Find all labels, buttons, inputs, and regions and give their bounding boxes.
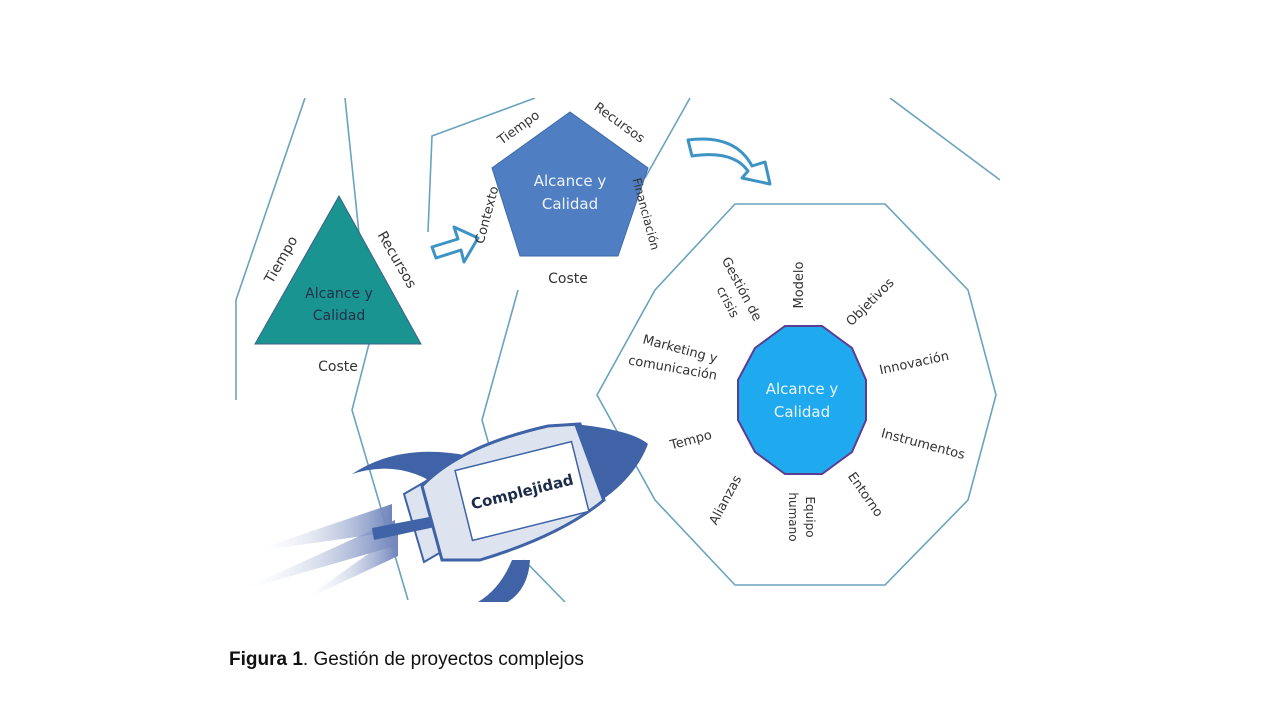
pentagon-center-label-2: Calidad: [542, 195, 598, 213]
decagon-shape: [737, 325, 867, 475]
label-tempo: Tempo: [668, 428, 714, 454]
label-equipo-humano-2: humano: [786, 492, 800, 541]
rocket-label-panel: [454, 440, 590, 542]
right-arrow-icon: [430, 225, 480, 264]
background-outlines: [235, 98, 1000, 602]
triangle-shape: [254, 194, 422, 345]
triangle-center-label-1: Alcance y: [305, 286, 373, 302]
figure-caption: Figura 1. Gestión de proyectos complejos: [229, 649, 584, 671]
pentagon-shape: [491, 111, 649, 257]
curved-arrow-icon: [686, 137, 772, 186]
pentagon-center-label-1: Alcance y: [534, 172, 607, 190]
decagon-center-label-2: Calidad: [774, 403, 830, 421]
pentagon-label-coste: Coste: [548, 271, 588, 287]
decagon-center-label-1: Alcance y: [766, 380, 839, 398]
triangle-label-coste: Coste: [318, 359, 358, 375]
label-innovacion: Innovación: [878, 349, 950, 378]
pentagon-label-contexto: Contexto: [473, 185, 503, 246]
pentagon-label-financiacion: Financiación: [630, 176, 663, 251]
decagon-outer-outline: [596, 203, 997, 586]
label-modelo: Modelo: [792, 261, 807, 308]
caption-text: . Gestión de proyectos complejos: [302, 649, 584, 670]
triangle-center-label-2: Calidad: [313, 308, 366, 324]
rocket-icon: Complejidad: [236, 422, 648, 602]
label-instrumentos: Instrumentos: [879, 426, 966, 463]
label-objetivos: Objetivos: [844, 275, 898, 329]
caption-bold: Figura 1: [229, 649, 303, 670]
label-alianzas: Alianzas: [707, 473, 746, 528]
label-entorno: Entorno: [844, 470, 885, 520]
label-equipo-humano-1: Equipo: [803, 496, 817, 537]
